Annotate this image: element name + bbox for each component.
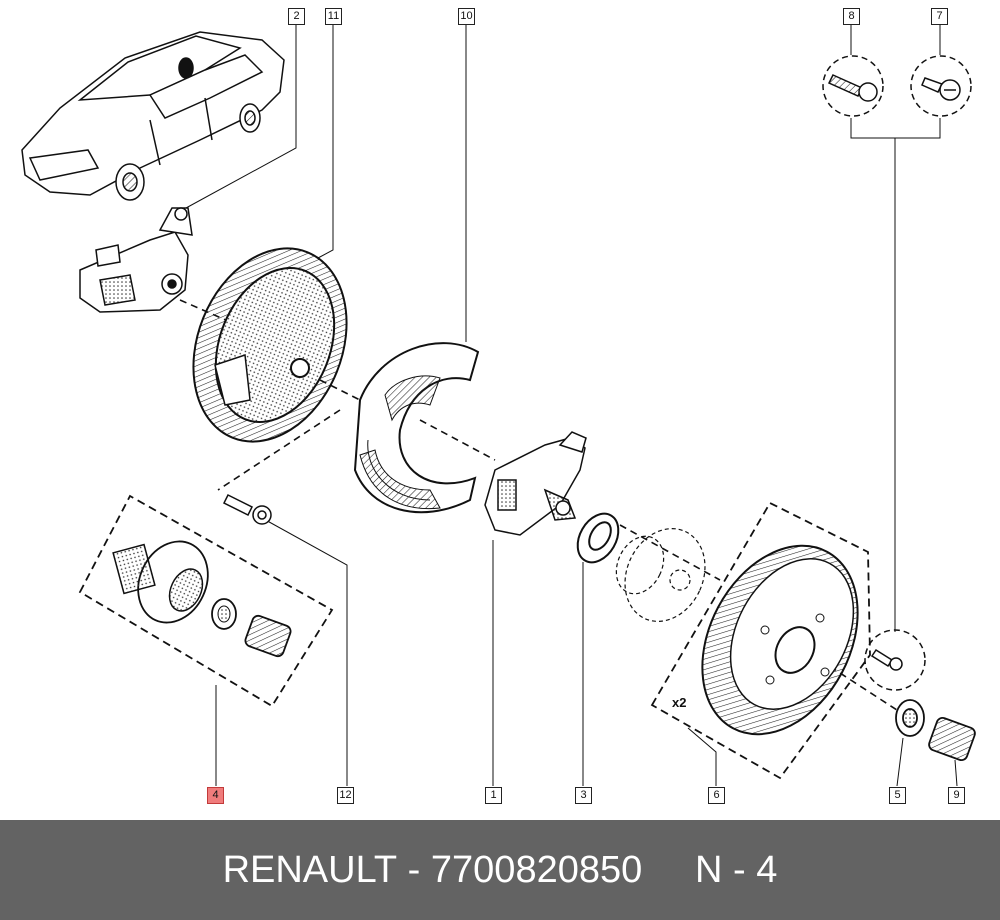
wheel-hub-kit (78, 494, 334, 708)
dust-shield (353, 342, 480, 514)
hub-nut (895, 699, 925, 737)
screw-8 (822, 55, 884, 117)
screw-7 (910, 55, 972, 117)
callout-10[interactable]: 10 (458, 8, 475, 25)
brand-name: RENAULT (222, 848, 398, 891)
diagram-canvas: x2 (21, 25, 976, 787)
callout-2[interactable]: 2 (288, 8, 305, 25)
callout-4-highlighted[interactable]: 4 (207, 787, 224, 804)
caption-gap (642, 849, 695, 892)
backing-plate-bolt (222, 493, 272, 525)
callout-3[interactable]: 3 (575, 787, 592, 804)
part-caption-bar: RENAULT - 7700820850 N - 4 (0, 820, 1000, 920)
hub-seal (576, 512, 620, 564)
disc-retaining-screw (864, 629, 926, 691)
stub-axle (484, 431, 587, 536)
callout-1[interactable]: 1 (485, 787, 502, 804)
brake-disc-kit: x2 (650, 501, 871, 780)
leader-lines (185, 25, 958, 787)
callout-8[interactable]: 8 (843, 8, 860, 25)
reference-number: 4 (756, 848, 778, 891)
disc-quantity-label: x2 (672, 695, 686, 710)
part-number: 7700820850 (430, 848, 643, 891)
vehicle-illustration (21, 31, 285, 201)
reference-prefix: N - (695, 848, 757, 891)
callout-11[interactable]: 11 (325, 8, 342, 25)
caption-separator: - (397, 848, 431, 891)
callout-6[interactable]: 6 (708, 787, 725, 804)
hub-cap (928, 716, 976, 762)
callout-5[interactable]: 5 (889, 787, 906, 804)
wheel-hub-outline (615, 528, 706, 622)
callout-7[interactable]: 7 (931, 8, 948, 25)
stub-axle-carrier (79, 207, 193, 313)
brake-backing-plate (192, 247, 348, 443)
callout-12[interactable]: 12 (337, 787, 354, 804)
callout-9[interactable]: 9 (948, 787, 965, 804)
